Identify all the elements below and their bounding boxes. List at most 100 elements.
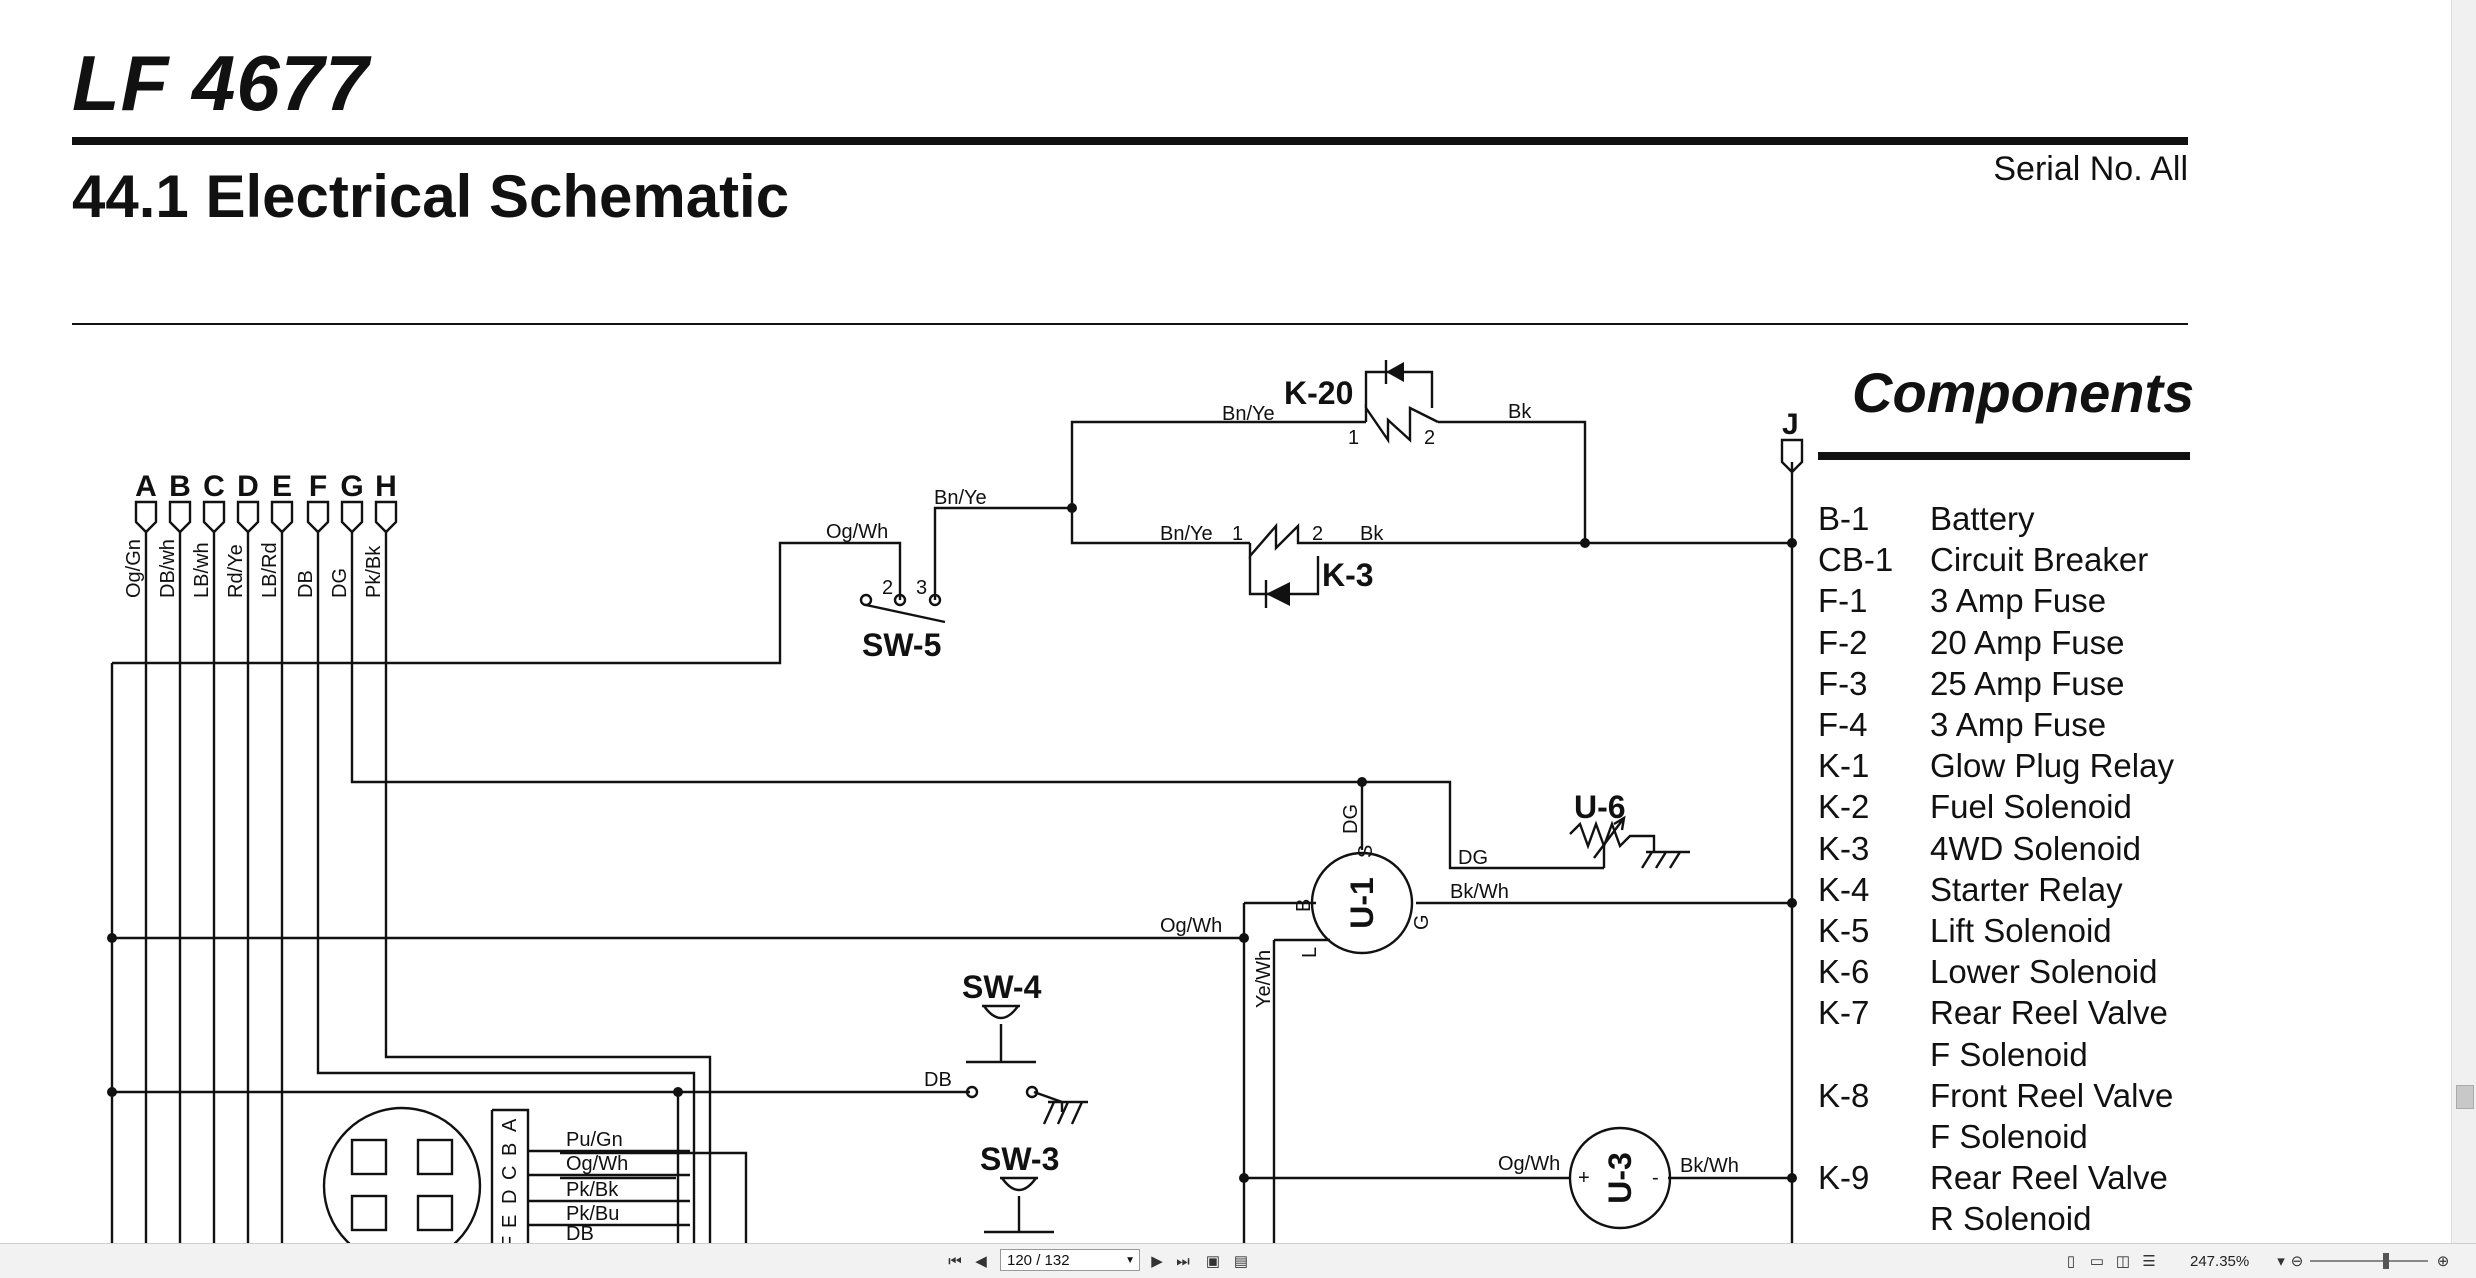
wire-label-dg-u6: DG [1458,847,1488,869]
main-wiring [110,420,1794,1243]
k3-label: K-3 [1322,557,1374,593]
u3-minus: - [1652,1167,1659,1189]
connector-pin [306,500,330,534]
component-code: K-2 [1818,788,1870,826]
connector-pin [134,500,158,534]
component-code [1818,1198,1930,1239]
sw5-switch: 2 3 SW-5 Og/Wh Bn/Ye [826,487,987,663]
u3-label: U-3 [1602,1152,1638,1204]
sw4-label: SW-4 [962,969,1042,1005]
connector-wire-label: Rd/Ye [225,544,247,598]
component-code: F-1 [1818,582,1868,620]
component-row: F Solenoid [1818,1034,2174,1075]
component-name: Circuit Breaker [1930,541,2149,579]
components-title: Components [1852,361,2195,424]
first-page-icon[interactable]: ⏮ [948,1252,962,1270]
plug-wire-label: Pk/Bk [566,1179,619,1201]
connector-pin [340,500,364,534]
fit-width-icon[interactable]: ▤ [1233,1253,1249,1270]
serial-number: Serial No. All [1993,150,2188,188]
component-code: F-4 [1818,706,1868,744]
component-name: 25 Amp Fuse [1930,664,2125,702]
next-page-icon[interactable]: ▶ [1151,1253,1163,1270]
viewer-toolbar: ⏮ ◀ 120 / 132 ▼ ▶ ⏭ ▣ ▤ ▯ ▭ ◫ ☰ 247.35% … [0,1243,2476,1278]
component-row: K-2 Fuel Solenoid [1818,786,2174,827]
component-row: K-8 Front Reel Valve [1818,1075,2174,1116]
connector-wire-label: Og/Gn [123,539,145,598]
single-page-view-icon[interactable]: ▯ [2066,1253,2076,1270]
wire-label-ogwh-u1: Og/Wh [1160,915,1222,937]
two-page-view-icon[interactable]: ◫ [2115,1253,2131,1270]
u1-pin-b: B [1293,899,1315,912]
scroll-mode-icon[interactable]: ☰ [2142,1253,2156,1270]
zoom-slider[interactable] [2310,1260,2428,1262]
zoom-out-icon[interactable]: ⊖ [2290,1253,2304,1270]
prev-page-icon[interactable]: ◀ [975,1253,987,1270]
component-code: K-7 [1818,994,1870,1032]
zoom-slider-handle[interactable] [2383,1253,2389,1269]
component-code [1818,1034,1930,1075]
component-code: K-1 [1818,747,1870,785]
connector-letter: G [340,470,363,503]
fit-page-icon[interactable]: ▣ [1205,1253,1221,1270]
page-number-input[interactable]: 120 / 132 ▼ [1000,1249,1140,1271]
u1-pin-s: S [1355,845,1377,858]
connector-letter: H [375,470,397,503]
component-name: R Solenoid [1930,1200,2092,1238]
connector-letter: B [169,470,191,503]
u1-pin-g: G [1411,914,1433,930]
zoom-in-icon[interactable]: ⊕ [2436,1253,2450,1270]
zoom-level[interactable]: 247.35% [2190,1253,2250,1270]
u1-module: U-1 B S G L DG Bk/Wh Og/Wh Ye/Wh DG [1160,804,1509,1008]
component-code: K-8 [1818,1076,1870,1114]
component-code: B-1 [1818,500,1870,537]
component-row: F-1 3 Amp Fuse [1818,580,2174,621]
component-code: K-4 [1818,870,1870,908]
wire-label-bk-k3: Bk [1360,523,1384,545]
plug-wire-label: Pk/Bu [566,1203,619,1225]
component-name: Starter Relay [1930,870,2123,908]
chevron-down-icon[interactable]: ▼ [1125,1255,1135,1266]
wire-label-yewh: Ye/Wh [1253,950,1275,1008]
wire-label-dg-u1: DG [1340,804,1362,834]
plug-wire-label: Pu/Gn [566,1129,623,1151]
connector-pin [374,500,398,534]
vertical-scrollbar[interactable] [2451,0,2476,1243]
wire-label-bnye-top: Bn/Ye [1222,403,1275,425]
scrollbar-thumb[interactable] [2456,1085,2474,1109]
document-page: LF 4677 44.1 Electrical Schematic Serial… [72,39,2195,1243]
connector-wires [144,532,1604,1243]
sw3-switch: SW-3 [980,1141,1059,1234]
connector-pin [168,500,192,534]
component-name: Fuel Solenoid [1930,788,2132,826]
last-page-icon[interactable]: ⏭ [1176,1252,1190,1270]
document-viewport[interactable]: LF 4677 44.1 Electrical Schematic Serial… [0,0,2452,1243]
connector-pin [202,500,226,534]
component-code: F-3 [1818,664,1868,702]
u6-label: U-6 [1574,789,1626,825]
connector-wire-label: Pk/Bk [363,545,385,598]
zoom-dropdown-icon[interactable]: ▾ [2277,1253,2285,1270]
components-rule [1818,452,2190,460]
u3-plus: + [1578,1167,1590,1189]
continuous-view-icon[interactable]: ▭ [2089,1253,2105,1270]
component-name: Rear Reel Valve [1930,1159,2168,1197]
component-name: 3 Amp Fuse [1930,582,2107,620]
component-name: F Solenoid [1930,1118,2088,1156]
k3-relay: K-3 1 2 Bn/Ye Bk [1160,522,1384,608]
component-name: 20 Amp Fuse [1930,623,2125,661]
u1-pin-l: L [1299,947,1321,958]
connector-wire-label: DB/wh [157,539,179,598]
component-row: R Solenoid [1818,1198,2174,1239]
component-code [1818,1116,1930,1157]
component-name: F Solenoid [1930,1035,2088,1073]
component-code: K-5 [1818,912,1870,950]
component-name: Front Reel Valve [1930,1076,2174,1114]
